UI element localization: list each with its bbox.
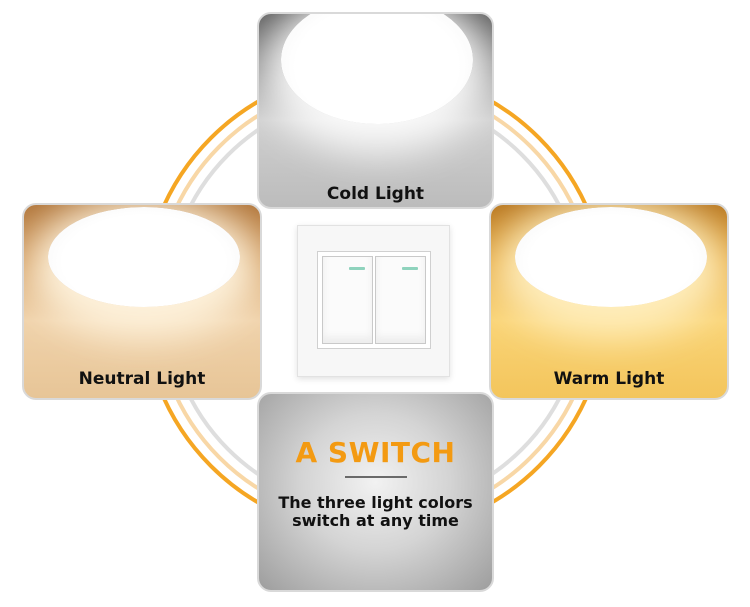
ceiling-lamp-icon [515, 207, 707, 307]
switch-indicator [349, 267, 365, 270]
ceiling-lamp-icon [281, 14, 473, 124]
info-text: The three light colors switch at any tim… [269, 494, 482, 530]
cold-light-card: Cold Light [257, 12, 494, 209]
info-card: A SWITCH The three light colors switch a… [257, 392, 494, 592]
info-text-line-1: The three light colors [278, 493, 473, 512]
switch-frame [317, 251, 431, 349]
warm-light-label: Warm Light [553, 369, 665, 389]
switch-rocker-left [322, 256, 373, 344]
switch-rocker-right [375, 256, 426, 344]
cold-light-label: Cold Light [326, 184, 425, 204]
info-title: A SWITCH [295, 436, 456, 469]
neutral-light-card: Neutral Light [22, 203, 262, 400]
neutral-light-label: Neutral Light [78, 369, 206, 389]
ceiling-lamp-icon [48, 207, 240, 307]
warm-light-card: Warm Light [489, 203, 729, 400]
info-text-line-2: switch at any time [292, 511, 459, 530]
wall-switch-icon [297, 225, 450, 377]
switch-indicator [402, 267, 418, 270]
divider [345, 476, 407, 478]
